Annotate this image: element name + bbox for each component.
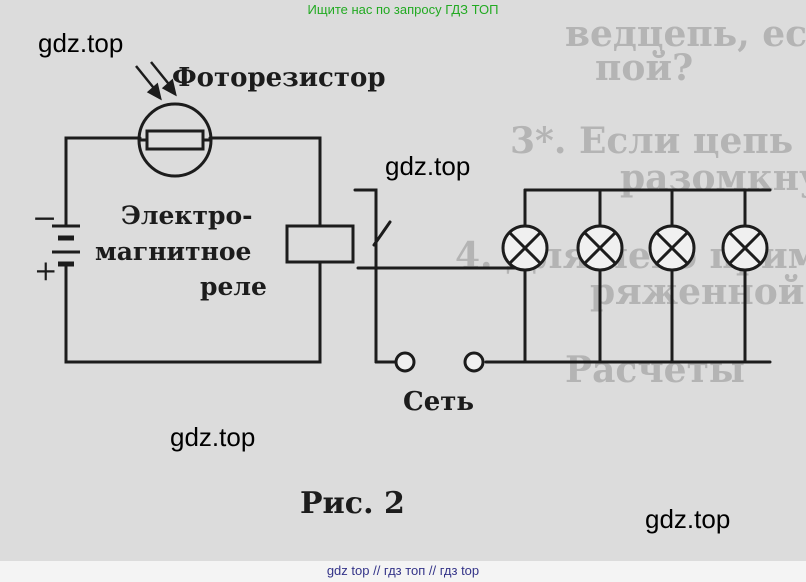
bg-line-2: пой? (595, 47, 693, 89)
lamp-icon (721, 224, 769, 272)
watermark: gdz.top (38, 28, 124, 58)
watermark: gdz.top (170, 422, 256, 452)
watermark: gdz.top (385, 151, 471, 181)
battery-plus-label: + (34, 254, 57, 287)
footer-note: gdz top // гдз топ // гдз top (0, 561, 806, 582)
bg-line-3: 3*. Если цепь разомкнется, то оста (510, 120, 806, 162)
background-text: ведцепь, если сила тока будет ес пой? 3*… (455, 13, 806, 391)
lamp-icon (501, 224, 549, 272)
lamp-icon (648, 224, 696, 272)
circuit-wires (64, 136, 772, 364)
lamps (501, 224, 769, 272)
light-arrows (135, 61, 177, 101)
relay-contact (372, 220, 392, 247)
wire-relay-link (356, 266, 378, 272)
wire-mains-left (353, 188, 378, 364)
battery-symbol (52, 224, 80, 267)
relay-coil (285, 224, 355, 264)
wire-top-left (64, 136, 142, 228)
diagram-labels: Фоторезистор Электро- магнитное реле − +… (32, 63, 474, 521)
bg-line-7: Расчеты (565, 349, 745, 391)
photoresistor-label: Фоторезистор (172, 63, 386, 93)
relay-label-line3: реле (200, 272, 267, 301)
lamp-icon (576, 224, 624, 272)
bg-line-4: разомкнутой? (620, 157, 806, 199)
header-note: Ищите нас по запросу ГДЗ ТОП (307, 2, 499, 17)
wire-bottom-left (64, 260, 322, 364)
wire-top-right (208, 136, 322, 228)
relay-label-line1: Электро- (121, 201, 253, 230)
battery-minus-label: − (32, 201, 57, 236)
mains-socket-left (394, 351, 416, 373)
relay-label-line2: магнитное (95, 237, 251, 266)
photoresistor-symbol (137, 102, 213, 178)
bg-line-1: ведцепь, если сила тока будет ес (565, 13, 806, 55)
mains-label: Сеть (403, 387, 474, 417)
watermark: gdz.top (645, 504, 731, 534)
bg-line-6: ряженной цепи? (590, 271, 806, 313)
mains-socket-right (463, 351, 485, 373)
figure-caption: Рис. 2 (300, 486, 405, 521)
